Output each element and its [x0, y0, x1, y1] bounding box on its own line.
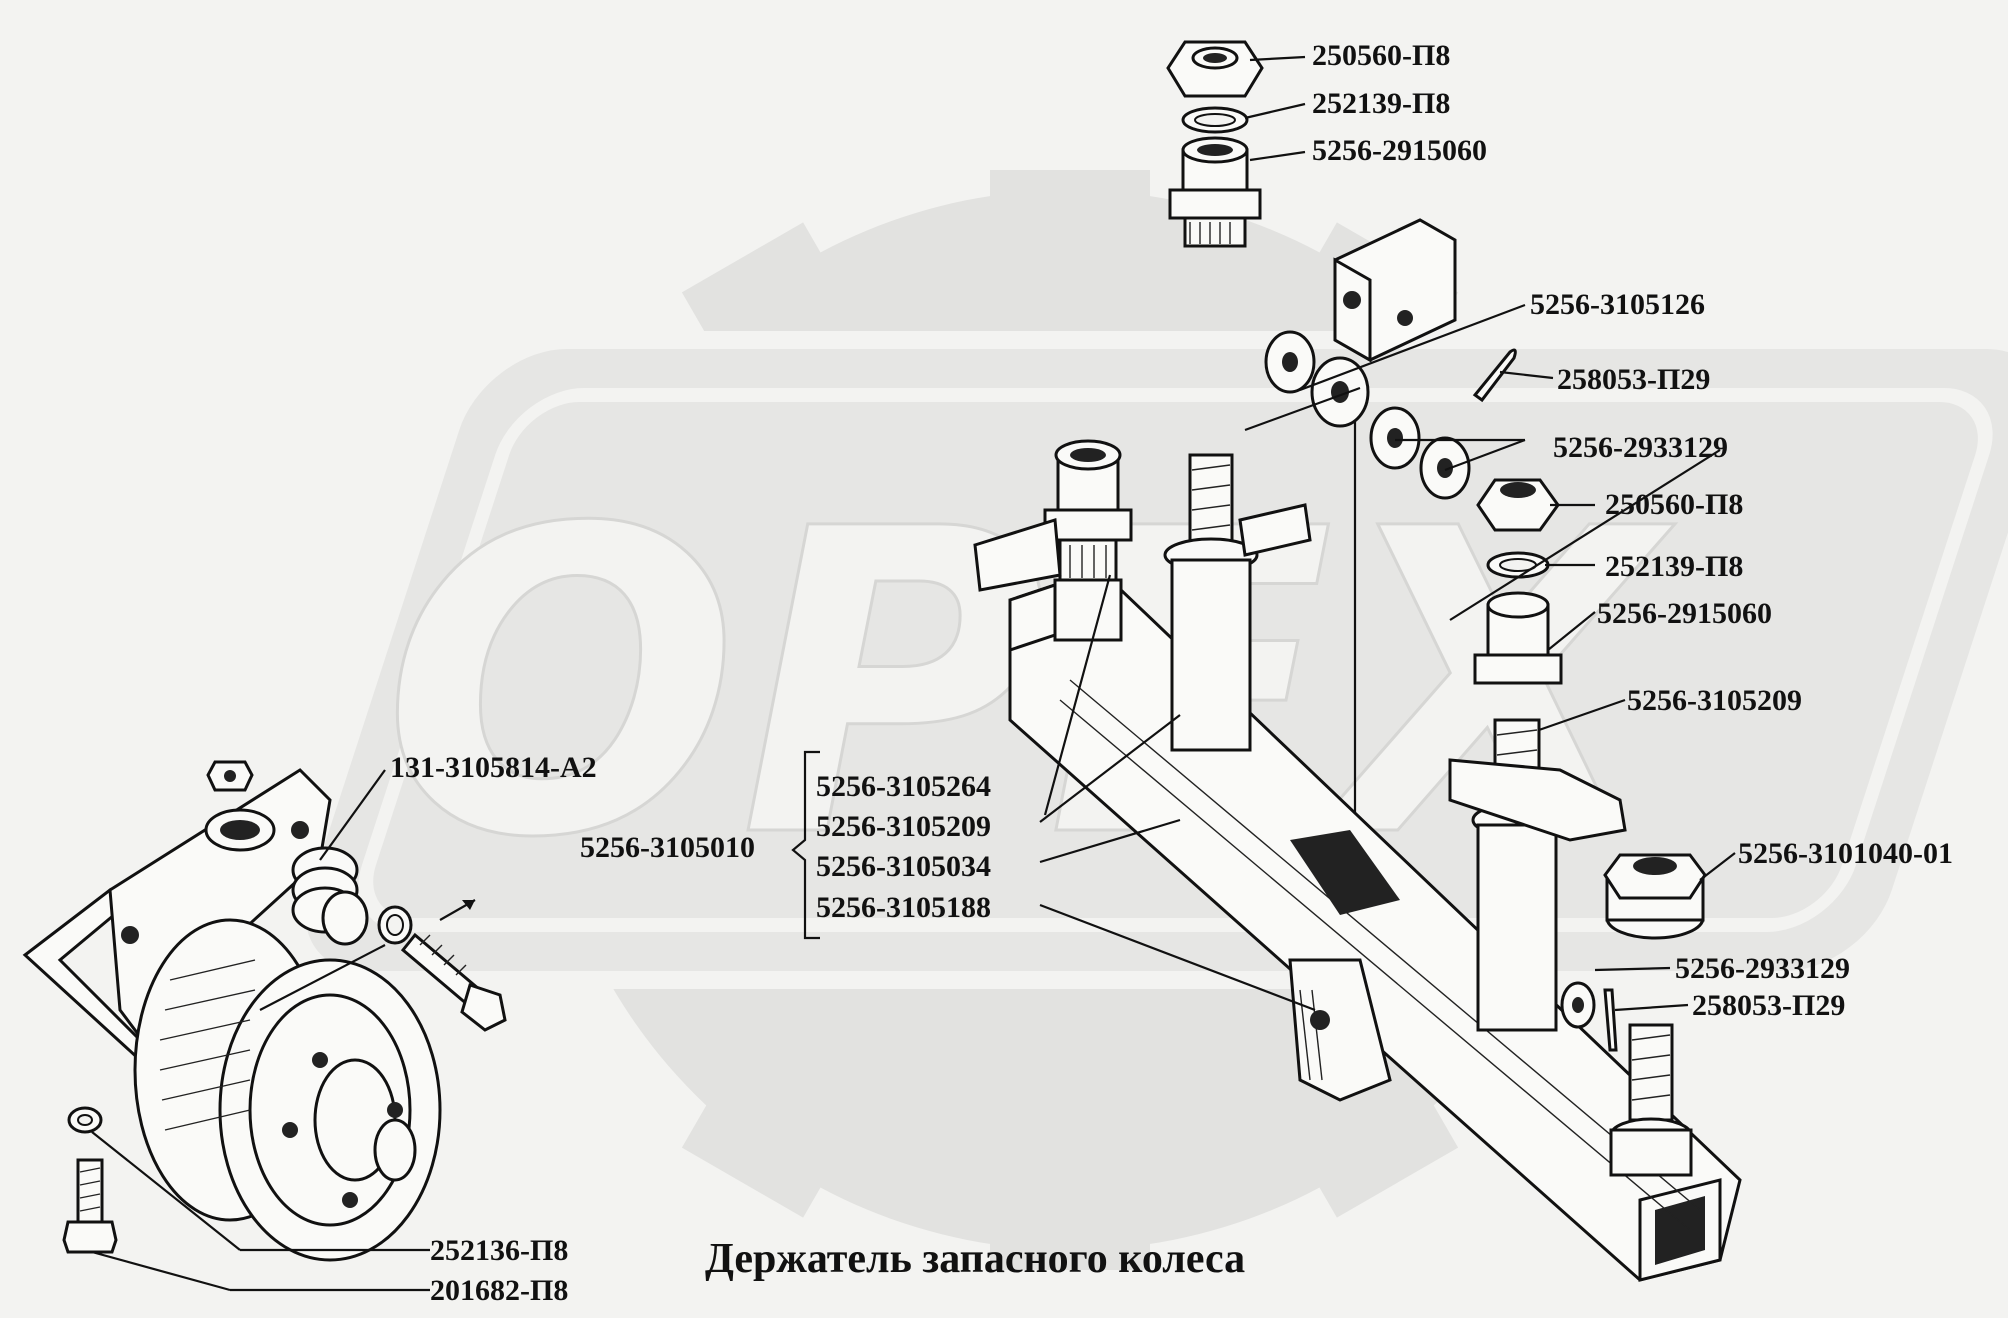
left-stud-post: [973, 453, 1312, 752]
label-group-item-3: 5256-3105034: [816, 850, 991, 883]
small-ring: [377, 905, 413, 945]
right-bushing: [1473, 591, 1563, 685]
label-cotter-pin-bottom: 258053-П29: [1692, 989, 1845, 1022]
diagram-caption: Держатель запасного колеса: [705, 1236, 1245, 1282]
big-flange-nut: [1603, 853, 1707, 940]
label-right-washer: 252139-П8: [1605, 550, 1743, 583]
right-nut: [1476, 478, 1560, 532]
label-right-bushing: 5256-2915060: [1597, 597, 1772, 630]
label-group-item-2: 5256-3105209: [816, 810, 991, 843]
label-washer-bottom: 5256-2933129: [1675, 952, 1850, 985]
label-cotter-pin-top: 258053-П29: [1557, 363, 1710, 396]
beam-stud: [1609, 1023, 1693, 1177]
label-spring-washer: 252136-П8: [430, 1234, 568, 1267]
winch-assembly: [22, 760, 442, 1262]
label-top-nut: 250560-П8: [1312, 39, 1450, 72]
label-top-washer: 252139-П8: [1312, 87, 1450, 120]
label-bolt: 201682-П8: [430, 1274, 568, 1307]
winch-bolt: [400, 932, 507, 1032]
label-winch-part: 131-3105814-А2: [390, 751, 597, 784]
pivot-washers: [1264, 330, 1471, 500]
cotter-pin-bottom: [1603, 988, 1618, 1052]
label-right-stud: 5256-3105209: [1627, 684, 1802, 717]
lower-bracket: [1288, 958, 1392, 1102]
pivot-pin: [1244, 386, 1361, 432]
clevis-bracket: [1333, 218, 1457, 363]
cotter-pin-top: [1472, 348, 1517, 403]
top-bushing: [1168, 136, 1262, 248]
label-group-main: 5256-3105010: [580, 831, 755, 864]
label-top-bushing: 5256-2915060: [1312, 134, 1487, 167]
label-big-nut: 5256-3101040-01: [1738, 837, 1953, 870]
spring-washer: [67, 1106, 103, 1134]
label-washers-top: 5256-2933129: [1553, 431, 1728, 464]
label-bracket: 5256-3105126: [1530, 288, 1705, 321]
label-group-item-4: 5256-3105188: [816, 891, 991, 924]
top-washer: [1181, 106, 1249, 134]
top-nut: [1166, 40, 1264, 98]
coupling-nut: [1043, 439, 1133, 642]
small-bolt: [62, 1158, 118, 1254]
group-brace: [791, 750, 820, 940]
label-right-nut: 250560-П8: [1605, 488, 1743, 521]
lower-washer: [1560, 981, 1596, 1029]
leader-lines: [91, 55, 1736, 1292]
right-stud-post: [1448, 718, 1627, 1032]
label-group-item-1: 5256-3105264: [816, 770, 991, 803]
